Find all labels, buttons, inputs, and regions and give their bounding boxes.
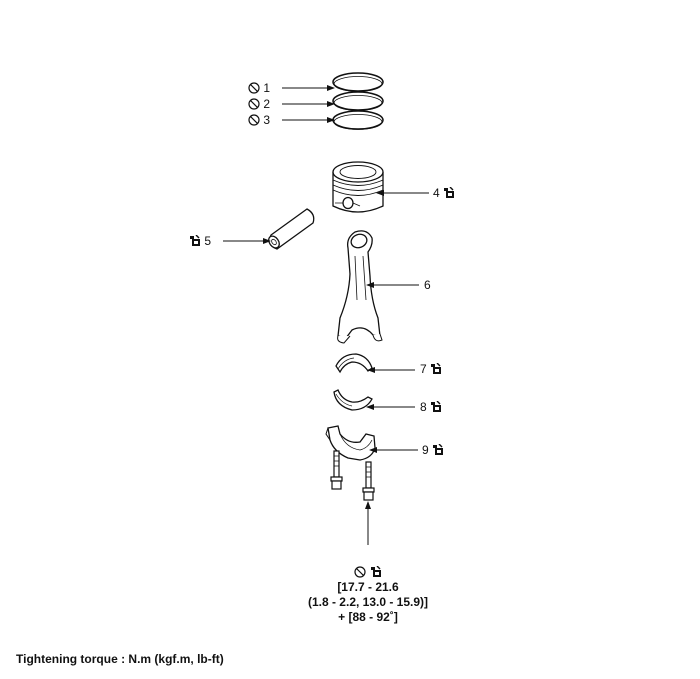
piston-pin [268,208,315,250]
callout-number: 3 [263,113,271,127]
torque-line-2: (1.8 - 2.2, 13.0 - 15.9)] [307,595,429,609]
oil-apply-icon [369,565,382,578]
oil-apply-icon [432,443,444,456]
callout-number: 1 [263,81,271,95]
torque-units-caption: Tightening torque : N.m (kgf.m, lb-ft) [16,652,224,666]
no-reuse-icon [248,98,260,110]
torque-line-3: + [88 - 92˚] [338,610,398,624]
callout-number: 5 [204,234,212,248]
oil-apply-icon [443,186,455,199]
callout-number: 9 [422,443,429,457]
bolt-torque-spec: [17.7 - 21.6 (1.8 - 2.2, 13.0 - 15.9)] +… [268,565,468,625]
callout-3: 3 [248,113,270,127]
callout-1: 1 [248,81,270,95]
piston-ring-2 [332,91,384,111]
callout-9: 9 [422,443,444,457]
piston-ring-1 [332,72,384,92]
upper-bearing [335,353,373,374]
callout-number: 7 [420,362,427,376]
piston-ring-3 [332,110,384,130]
piston [332,161,384,213]
lower-bearing [333,389,373,411]
callout-2: 2 [248,97,270,111]
leader-lines [223,85,429,545]
callout-number: 6 [424,278,431,292]
oil-apply-icon [430,400,442,413]
torque-marks [268,565,468,580]
callout-number: 4 [433,186,440,200]
cap-bolt-left [330,450,343,490]
callout-5: 5 [189,234,211,248]
callout-7: 7 [420,362,442,376]
bearing-cap [325,425,376,461]
cap-bolt-right [362,461,375,501]
callout-8: 8 [420,400,442,414]
callout-6: 6 [424,278,431,292]
connecting-rod [337,230,383,344]
no-reuse-icon [248,114,260,126]
callout-4: 4 [433,186,455,200]
callout-number: 2 [263,97,271,111]
torque-line-1: [17.7 - 21.6 [337,580,399,594]
oil-apply-icon [189,234,201,247]
no-reuse-icon [354,566,366,578]
callout-number: 8 [420,400,427,414]
oil-apply-icon [430,362,442,375]
no-reuse-icon [248,82,260,94]
